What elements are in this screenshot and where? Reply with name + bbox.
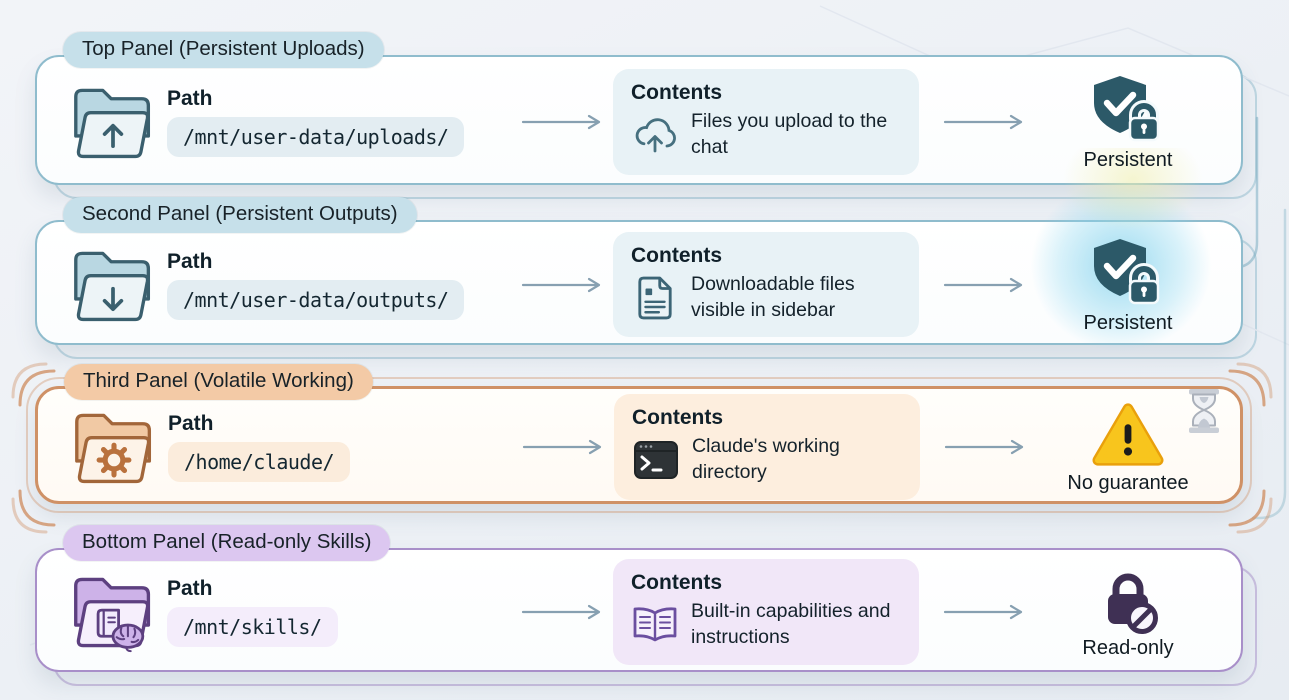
- warning-triangle-icon: [1086, 399, 1170, 469]
- contents-text: Built-in capabilities and instructions: [691, 600, 891, 648]
- folder-download-icon: [67, 245, 159, 325]
- shield-check-lock-icon: [1088, 72, 1168, 146]
- status-label: Persistent: [1083, 149, 1173, 171]
- contents-box: Contents Files you upload to the chat: [613, 69, 919, 175]
- path-label: Path: [167, 87, 213, 110]
- status-read-only: Read-only: [1082, 564, 1174, 660]
- arrow-icon: [521, 603, 609, 621]
- contents-text: Files you upload to the chat: [691, 110, 888, 158]
- contents-label: Contents: [631, 243, 722, 267]
- contents-box: Contents Downloadable files visible in s…: [613, 231, 919, 338]
- contents-label: Contents: [631, 571, 722, 595]
- arrow-icon: [521, 276, 609, 294]
- contents-text: Downloadable files visible in sidebar: [691, 272, 855, 321]
- folder-skills-icon: [67, 571, 159, 653]
- terminal-icon: [632, 440, 680, 480]
- contents-box: Contents Claude's working directory: [614, 394, 920, 500]
- path-label: Path: [168, 412, 214, 435]
- hourglass-icon: [1184, 387, 1224, 435]
- panel-title-badge: Top Panel (Persistent Uploads): [63, 32, 384, 68]
- panel-title-badge: Second Panel (Persistent Outputs): [63, 197, 417, 233]
- path-label: Path: [167, 249, 213, 273]
- folder-upload-icon: [67, 82, 159, 162]
- panel-title: Top Panel (Persistent Uploads): [82, 37, 365, 60]
- path-value: /home/claude/: [168, 442, 351, 482]
- path-value: /mnt/skills/: [167, 607, 338, 647]
- panel-volatile-working: Third Panel (Volatile Working) Path /hom…: [11, 362, 1273, 534]
- document-icon: [631, 275, 679, 321]
- path-value: /mnt/user-data/uploads/: [167, 117, 465, 157]
- panel-title: Third Panel (Volatile Working): [83, 369, 354, 392]
- folder-gear-icon: [68, 407, 160, 487]
- arrow-icon: [944, 438, 1032, 456]
- path-label: Path: [167, 577, 213, 600]
- arrow-icon: [943, 113, 1031, 131]
- status-no-guarantee: No guarantee: [1067, 399, 1189, 495]
- panel-title: Second Panel (Persistent Outputs): [82, 202, 398, 225]
- panel-title-badge: Bottom Panel (Read-only Skills): [63, 525, 391, 561]
- cloud-upload-icon: [631, 117, 679, 154]
- contents-label: Contents: [631, 81, 722, 105]
- panel-title: Bottom Panel (Read-only Skills): [82, 530, 372, 553]
- panel-title-badge: Third Panel (Volatile Working): [64, 364, 373, 400]
- arrow-icon: [522, 438, 610, 456]
- shield-check-lock-icon: [1088, 235, 1168, 309]
- status-label: Read-only: [1082, 637, 1174, 659]
- panel-persistent-uploads: Top Panel (Persistent Uploads) Path /mnt…: [35, 32, 1243, 185]
- status-label: No guarantee: [1067, 472, 1189, 494]
- arrow-icon: [943, 603, 1031, 621]
- panel-persistent-outputs: Second Panel (Persistent Outputs) Path /…: [35, 197, 1243, 345]
- panel-readonly-skills: Bottom Panel (Read-only Skills) Path /mn…: [35, 525, 1243, 672]
- contents-box: Contents Built-in capabilities and instr…: [613, 559, 919, 665]
- arrow-icon: [943, 276, 1031, 294]
- lock-prohibited-icon: [1092, 564, 1164, 634]
- status-label: Persistent: [1083, 311, 1173, 334]
- contents-text: Claude's working directory: [692, 435, 840, 483]
- status-persistent: Persistent: [1083, 72, 1173, 172]
- contents-label: Contents: [632, 406, 723, 430]
- arrow-icon: [521, 113, 609, 131]
- status-persistent: Persistent: [1083, 235, 1173, 335]
- open-book-icon: [631, 606, 679, 644]
- path-value: /mnt/user-data/outputs/: [167, 279, 465, 320]
